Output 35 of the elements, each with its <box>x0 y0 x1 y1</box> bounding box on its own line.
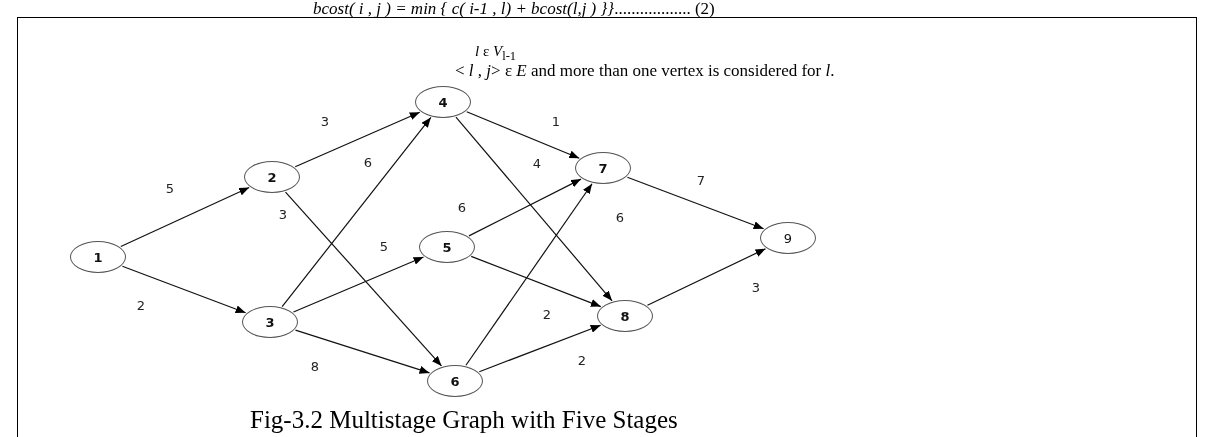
formula-text: < l , j> ε E and more than one vertex is considered for l. <box>455 62 835 79</box>
arrow <box>465 183 593 366</box>
arrow <box>281 116 432 308</box>
arrow <box>470 255 602 308</box>
node-ellipse <box>415 86 471 118</box>
formula-text: l ε V$_{l-1}$ <box>475 44 517 63</box>
node-label: 5 <box>442 239 452 255</box>
node-ellipse <box>419 231 475 263</box>
arrow <box>294 329 431 374</box>
arrow <box>478 324 602 373</box>
arrow <box>292 256 425 313</box>
node-label: 8 <box>620 308 630 324</box>
arrow <box>455 116 613 302</box>
figure-caption: Fig-3.2 Multistage Graph with Five Stages <box>250 407 678 432</box>
arrow <box>646 248 767 306</box>
arrow <box>121 265 247 314</box>
node-ellipse <box>597 300 653 332</box>
node-label: 1 <box>93 249 103 265</box>
node-label: 4 <box>438 94 448 110</box>
arrow <box>466 111 580 159</box>
arrow <box>294 111 421 168</box>
arrow <box>284 191 443 367</box>
node-ellipse <box>70 241 126 273</box>
arrow <box>120 186 250 248</box>
node-label: 7 <box>598 160 608 176</box>
node-ellipse <box>244 161 300 193</box>
node-label: 9 <box>783 230 793 246</box>
node-ellipse <box>242 306 298 338</box>
arrow <box>468 178 582 237</box>
node-ellipse <box>427 365 483 397</box>
node-ellipse <box>575 152 631 184</box>
node-label: 2 <box>267 169 277 185</box>
node-label: 6 <box>450 373 460 389</box>
node-ellipse <box>760 222 816 254</box>
node-label: 3 <box>265 314 275 330</box>
